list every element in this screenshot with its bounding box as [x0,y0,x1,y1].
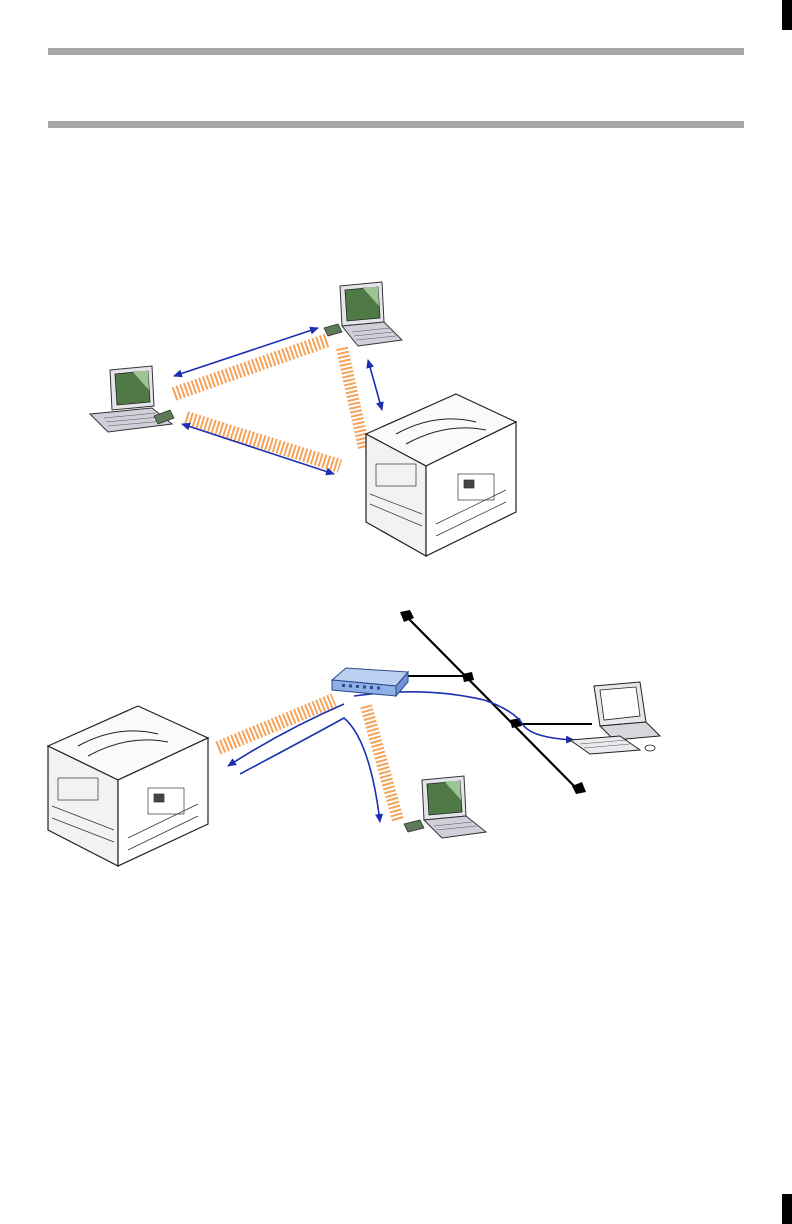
wireless-signal-laptop-to-laptop [174,340,328,394]
header-rule-top [48,48,744,55]
header-rule-bottom [48,121,744,128]
wireless-signal-laptop-to-printer-right [342,348,364,448]
data-path-desktop-to-printer [354,692,574,740]
link-arrow-laptop-printer-right [368,360,382,410]
ad-hoc-diagram-svg [84,276,534,566]
laptop-icon [404,776,486,838]
infrastructure-network-diagram [44,610,664,870]
laptop-icon [90,366,174,432]
printer-icon [48,706,208,866]
ad-hoc-network-diagram [84,276,534,566]
laptop-icon [324,282,402,346]
wireless-signal-ap-to-printer [218,700,334,748]
desktop-computer-icon [570,682,660,754]
access-point-icon [332,668,408,696]
wireless-signal-laptop-to-printer [186,418,340,466]
page-tab-mark-top [782,0,792,30]
page-tab-mark-bottom [782,1194,792,1224]
wireless-signal-ap-to-laptop [366,706,398,820]
printer-icon [366,394,516,556]
wired-network-backbone [400,610,586,794]
infrastructure-diagram-svg [44,610,664,870]
link-arrow-laptop-printer [182,424,334,474]
